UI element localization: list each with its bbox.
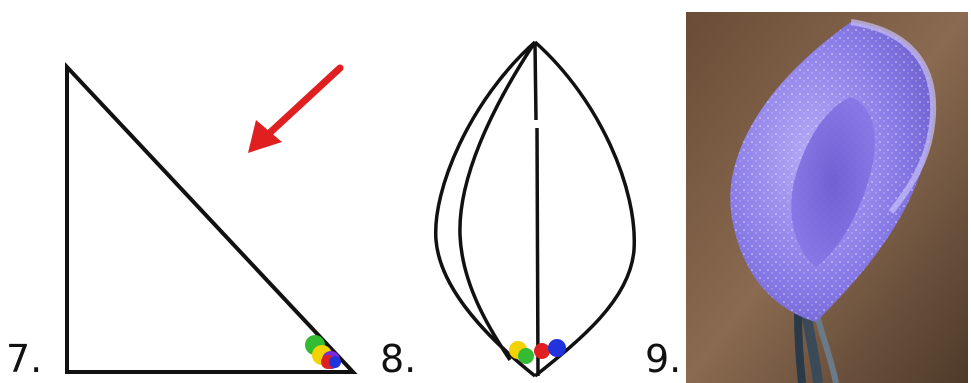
step-9-label: 9.	[645, 340, 681, 378]
red-dot	[534, 343, 550, 359]
red-arrow-icon	[248, 68, 340, 153]
leaf-center-line-bottom	[537, 128, 538, 376]
leaf-center-line-top	[535, 44, 536, 120]
blue-dot	[329, 356, 341, 368]
triangle-outline	[67, 67, 353, 372]
step-8-label: 8.	[380, 340, 416, 378]
step-9-finished-petal-photo	[686, 12, 968, 383]
leaf-right-outline	[535, 42, 634, 376]
green-dot	[518, 348, 534, 364]
step-7-triangle-diagram	[50, 50, 370, 380]
step-7-label: 7.	[6, 340, 42, 378]
step-8-leaf-diagram	[420, 30, 650, 380]
blue-dot	[548, 339, 566, 357]
leaf-left-outline	[436, 42, 535, 376]
